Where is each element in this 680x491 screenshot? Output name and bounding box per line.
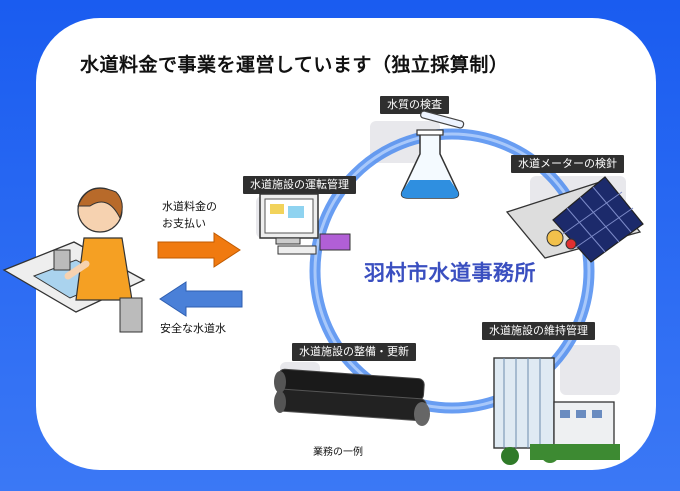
center-office-name: 羽村市水道事務所: [364, 261, 536, 285]
payment-line1: 水道料金の: [162, 200, 217, 213]
shade-maintenance: [560, 345, 620, 395]
computer-icon: [259, 193, 351, 255]
payment-caption: 水道料金の お支払い: [162, 198, 217, 232]
label-meter: 水道メーターの検針: [511, 155, 624, 173]
footnote: 業務の一例: [313, 447, 363, 458]
safe-water-caption: 安全な水道水: [160, 322, 226, 335]
water-meter-icon: [505, 176, 644, 263]
flask-icon: [400, 110, 465, 199]
page-title: 水道料金で事業を運営しています（独立採算制）: [80, 54, 509, 76]
payment-arrow: [157, 232, 241, 268]
safe-water-arrow: [159, 281, 243, 317]
facility-building-icon: [493, 357, 620, 465]
label-maintenance: 水道施設の維持管理: [482, 322, 595, 340]
water-pipes-icon: [274, 368, 430, 426]
girl-washing-hands-icon: [2, 187, 146, 333]
label-water-quality: 水質の検査: [380, 96, 449, 114]
payment-line2: お支払い: [162, 217, 206, 230]
label-construction: 水道施設の整備・更新: [292, 343, 416, 361]
label-operation: 水道施設の運転管理: [243, 176, 356, 194]
